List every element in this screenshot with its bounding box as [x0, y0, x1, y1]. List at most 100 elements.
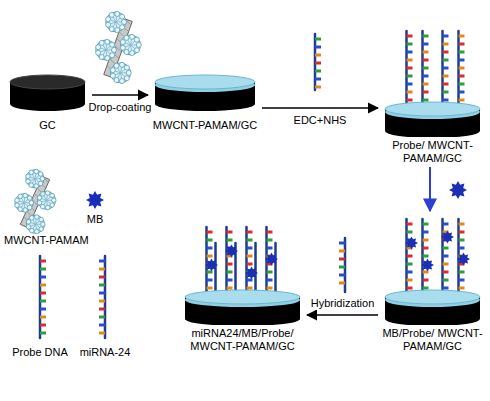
dendrimer-unit — [134, 37, 139, 42]
dna-base — [459, 75, 465, 78]
dna-base — [459, 279, 465, 282]
dendrimer-unit — [96, 45, 101, 50]
mb-molecule — [441, 231, 454, 244]
dna-base — [423, 247, 429, 250]
dendrimer-unit — [124, 65, 129, 70]
dna-base — [407, 91, 413, 94]
electrode-surface — [155, 75, 255, 89]
dna-base — [407, 67, 413, 70]
dendrimer-unit — [29, 183, 33, 188]
dendrimer-unit — [41, 204, 46, 209]
dendrimer-unit — [29, 201, 33, 206]
dna-base — [459, 35, 465, 38]
dendrimer-unit — [109, 27, 114, 32]
dna-base — [99, 324, 105, 327]
step-label: Hybridization — [310, 297, 376, 310]
dna-base — [443, 91, 449, 94]
stage-label: Probe/ MWCNT-PAMAM/GC — [380, 139, 485, 165]
dna-base — [407, 51, 413, 54]
dendrimer-unit — [129, 34, 134, 39]
dna-base — [247, 255, 253, 258]
dna-base — [459, 99, 465, 102]
dna-base — [407, 59, 413, 62]
dendrimer-unit — [110, 42, 115, 47]
dna-base — [423, 255, 429, 258]
dendrimer-unit — [105, 39, 110, 44]
dna-base — [423, 43, 429, 46]
dna-base — [407, 223, 413, 226]
dna-base — [443, 279, 449, 282]
dna-base — [207, 231, 213, 234]
dendrimer-unit — [99, 55, 104, 60]
dna-base — [443, 35, 449, 38]
dna-base — [99, 284, 105, 287]
dna-base — [443, 271, 449, 274]
dendrimer-unit — [50, 193, 55, 198]
electrode-stage: Probe/ MWCNT-PAMAM/GC — [380, 25, 485, 165]
dendrimer-unit — [41, 192, 46, 197]
process-arrow — [307, 314, 378, 316]
dna-base — [40, 276, 46, 279]
dna-base — [99, 332, 105, 335]
dendrimer-unit — [30, 216, 35, 221]
dna-base — [99, 300, 105, 303]
dna-base — [459, 43, 465, 46]
dna-base — [423, 67, 429, 70]
dendrimer-unit — [115, 28, 120, 33]
process-arrow — [262, 107, 378, 109]
dna-base — [207, 239, 213, 242]
electrode-drawing — [180, 223, 305, 325]
dendrimer-unit — [39, 217, 44, 222]
mb-molecule — [449, 181, 467, 199]
dna-base — [407, 231, 413, 234]
dna-base — [459, 223, 465, 226]
step-label: Drop-coating — [88, 101, 153, 114]
illustration — [15, 11, 467, 338]
dendrimer-unit — [26, 220, 31, 225]
electrode-surface — [185, 290, 300, 304]
dna-base — [423, 99, 429, 102]
dna-base — [207, 287, 213, 290]
dna-base — [40, 300, 46, 303]
dna-base — [40, 292, 46, 295]
dendrimer-unit — [110, 73, 115, 78]
dendrimer-unit — [46, 191, 51, 196]
dendrimer-unit — [120, 25, 125, 30]
electrode-stage: GC — [5, 72, 90, 132]
electrode-stage: MB/Probe/ MWCNT-PAMAM/GC — [380, 213, 485, 353]
dna-base — [227, 287, 233, 290]
dendrimer-unit — [96, 50, 101, 55]
dendrimer-unit — [30, 228, 35, 233]
dendrimer-unit — [112, 47, 117, 52]
dna-base — [407, 271, 413, 274]
dna-base — [247, 263, 253, 266]
electrode-surface — [385, 102, 480, 116]
dna-base — [227, 231, 233, 234]
dna-base — [443, 99, 449, 102]
dendrimer-unit — [18, 207, 23, 212]
dna-base — [99, 316, 105, 319]
electrode-surface — [385, 290, 480, 304]
dna-base — [459, 51, 465, 54]
dna-base — [423, 75, 429, 78]
dna-base — [247, 287, 253, 290]
dna-base — [407, 279, 413, 282]
dna-base — [407, 287, 413, 290]
dna-base — [443, 67, 449, 70]
dna-base — [423, 239, 429, 242]
dendrimer-unit — [124, 50, 129, 55]
dna-base — [443, 43, 449, 46]
dendrimer — [111, 63, 131, 83]
dna-base — [207, 255, 213, 258]
dna-base — [443, 75, 449, 78]
dna-base — [267, 239, 273, 242]
electrode-drawing — [150, 72, 260, 117]
process-arrow — [429, 167, 431, 211]
dna-base — [339, 242, 345, 245]
dendrimer — [121, 35, 141, 55]
dna-base — [339, 282, 345, 285]
dendrimer-unit — [34, 169, 39, 174]
dna-base — [207, 247, 213, 250]
dna-base — [459, 91, 465, 94]
dna-base — [443, 263, 449, 266]
